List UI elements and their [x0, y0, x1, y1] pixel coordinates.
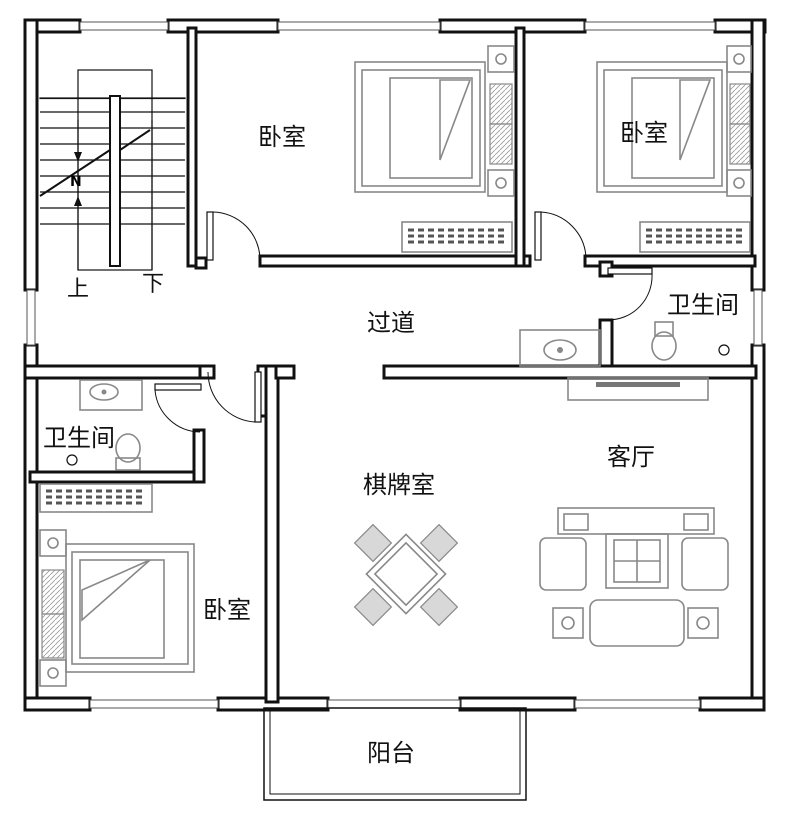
stair-down-label: 下: [142, 272, 165, 297]
doors: [154, 211, 653, 433]
mahjong-table: [353, 523, 459, 627]
bed-2: [596, 45, 752, 197]
balcony: [263, 707, 527, 801]
wardrobe-2: [639, 221, 751, 253]
window-bottom-bedroom: [89, 699, 219, 709]
tv-cabinet: [567, 377, 709, 401]
window-left-stair: [26, 289, 36, 346]
wardrobe-3: [39, 483, 153, 513]
bed-1: [354, 45, 515, 197]
sofa-set: [539, 507, 729, 647]
label-mahjong-room: 棋牌室: [363, 471, 435, 499]
bathroom-left-fixtures: [66, 379, 143, 471]
staircase: N: [39, 69, 186, 271]
label-bedroom-top-right: 卧室: [620, 119, 668, 147]
label-balcony: 阳台: [367, 739, 415, 767]
label-bedroom-top-left: 卧室: [258, 123, 306, 151]
door-bedroom-1[interactable]: [206, 211, 214, 261]
wardrobe-1: [401, 221, 513, 253]
door-bathroom-left[interactable]: [154, 383, 202, 391]
bathroom-right-fixtures: [519, 321, 730, 367]
label-bedroom-bottom-left: 卧室: [203, 596, 251, 624]
window-bottom-living: [574, 699, 701, 709]
label-bathroom-left: 卫生间: [43, 424, 115, 452]
stair-up-label: 上: [67, 277, 90, 302]
door-bedroom-2[interactable]: [534, 211, 542, 261]
window-top-bedroom-1: [277, 21, 441, 31]
door-bedroom-3[interactable]: [254, 371, 262, 423]
window-bottom-mahjong: [327, 699, 461, 709]
svg-text:N: N: [70, 174, 82, 190]
window-right-bathroom: [753, 289, 763, 346]
interior-walls: [23, 26, 758, 704]
bed-3: [39, 529, 195, 687]
label-living-room: 客厅: [607, 443, 655, 471]
door-bathroom-right[interactable]: [607, 267, 653, 275]
window-top-stair: [79, 21, 169, 31]
label-corridor: 过道: [367, 309, 415, 337]
label-bathroom-right: 卫生间: [667, 291, 739, 319]
window-top-bedroom-2: [584, 21, 716, 31]
